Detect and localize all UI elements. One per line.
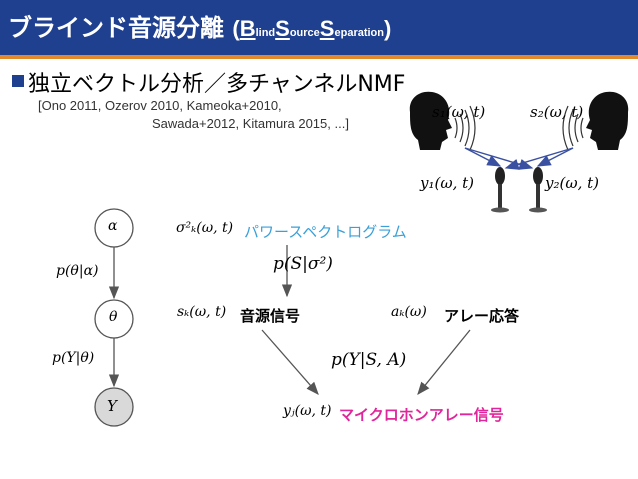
label-s2: s₂(ω, t) [530, 103, 583, 121]
likelihood-y-given-sa: p(Y|S, A) [331, 350, 406, 370]
node-theta-label: θ [109, 309, 117, 325]
label-y1: y₁(ω, t) [420, 174, 474, 192]
label-s1: s₁(ω, t) [432, 103, 485, 121]
mic-array-signal-label: マイクロホンアレー信号 [339, 404, 504, 425]
source-label: sₖ(ω, t) [177, 304, 226, 320]
source-signal-label: 音源信号 [240, 305, 300, 326]
sigma-label: σ²ₖ(ω, t) [176, 220, 233, 236]
array-label: aₖ(ω) [391, 304, 427, 320]
array-response-label: アレー応答 [444, 305, 519, 326]
microphone-1-icon [491, 167, 509, 213]
arrow-array-to-obs [418, 330, 470, 394]
edge-label-y-given-theta: p(Y|θ) [52, 350, 94, 366]
node-y-label: Y [107, 397, 117, 415]
obs-label: yⱼ(ω, t) [283, 403, 331, 419]
node-alpha-label: α [108, 218, 117, 234]
arrow-source-to-obs [262, 330, 318, 394]
spectrogram-label: パワースペクトログラム [244, 221, 407, 242]
edge-label-theta-given-alpha: p(θ|α) [56, 263, 99, 279]
prior-s-given-sigma: p(S|σ²) [273, 254, 333, 274]
speaker-2-head-icon [586, 92, 628, 150]
label-y2: y₂(ω, t) [545, 174, 599, 192]
